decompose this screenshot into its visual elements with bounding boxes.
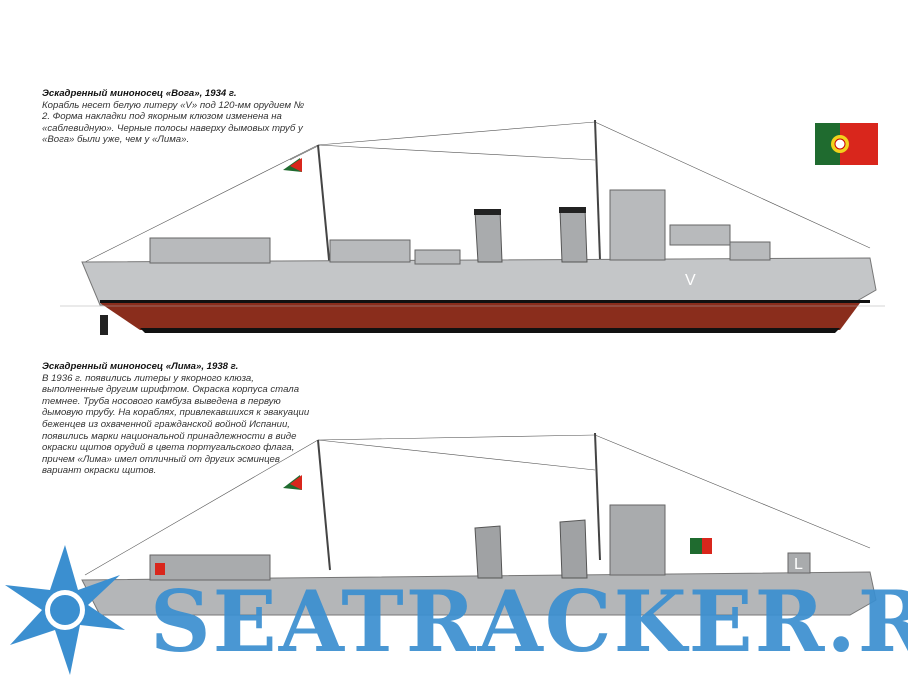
ship-lima: L bbox=[81, 432, 877, 616]
watermark: SEATRACKER.RU bbox=[150, 572, 908, 671]
caption-title: Эскадренный миноносец «Вога», 1934 г. bbox=[42, 88, 237, 99]
caption-voga: Эскадренный миноносец «Вога», 1934 г. Ко… bbox=[42, 88, 312, 146]
caption-title: Эскадренный миноносец «Лима», 1938 г. bbox=[42, 361, 239, 372]
caption-text: В 1936 г. появились литеры у якорного кл… bbox=[42, 372, 310, 477]
hull-letter: V bbox=[685, 272, 696, 289]
ship-voga: V bbox=[60, 119, 885, 335]
caption-text: Корабль несет белую литеру «V» под 120-м… bbox=[42, 99, 305, 146]
watermark-logo-icon bbox=[5, 545, 125, 675]
hull-letter: L bbox=[794, 556, 803, 573]
caption-lima: Эскадренный миноносец «Лима», 1938 г. В … bbox=[42, 361, 317, 477]
portugal-flag bbox=[815, 123, 878, 165]
